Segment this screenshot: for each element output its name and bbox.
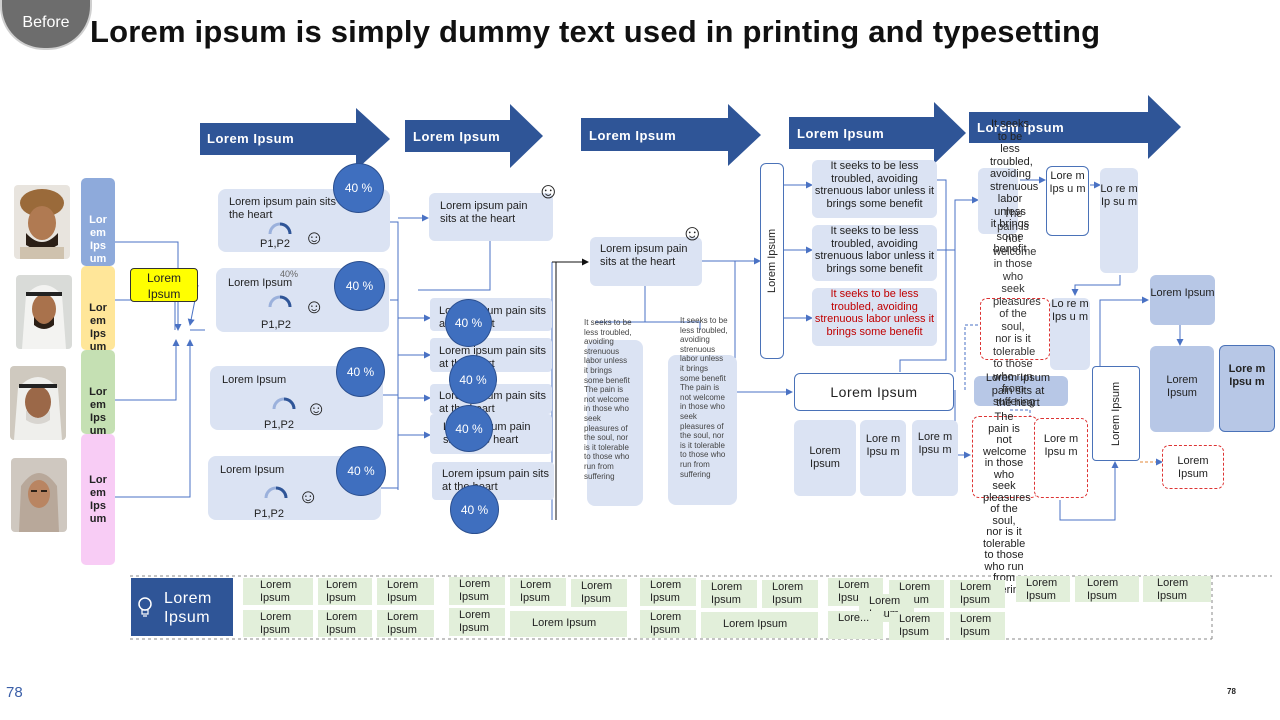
page-number-left: 78 xyxy=(6,684,23,701)
gauge-icon xyxy=(264,486,288,499)
bottom-label-box: Lorem Ipsum xyxy=(131,578,233,636)
percent-circle: 40 % xyxy=(333,163,384,213)
persona-pill-3: Lor em Ips um xyxy=(81,350,115,434)
stage5-mid-box xyxy=(974,376,1068,406)
persona-pill-4: Lor em Ips um xyxy=(81,434,115,565)
smiley-icon: ☺ xyxy=(306,398,327,420)
smiley-icon: ☺ xyxy=(681,220,704,245)
bottom-cell: Lorem Ipsum xyxy=(318,610,372,637)
stage5-overflow-text-b: The pain is not welcome in those who see… xyxy=(993,208,1041,408)
bottom-cell: Lorem Ipsum xyxy=(762,580,818,608)
stage-arrow-4 xyxy=(789,102,966,164)
stage5-small-box: Lo re m Ips u m xyxy=(1050,298,1090,370)
stage5-right-mid: Lorem Ipsum xyxy=(1150,346,1214,432)
stage-arrow-label-4: Lorem Ipsum xyxy=(797,126,885,141)
stage3-column-bg-1 xyxy=(587,340,643,506)
gauge-icon xyxy=(268,222,292,235)
bottom-cell: Lorem Ipsum xyxy=(1143,576,1211,602)
smiley-icon: ☺ xyxy=(304,296,325,318)
stage4-vertical-box: Lorem Ipsum xyxy=(760,163,784,359)
woman-hijab-avatar xyxy=(11,458,67,532)
man-turban-avatar xyxy=(14,185,70,259)
stage5-right-top: Lorem Ipsum xyxy=(1150,275,1215,325)
bottom-cell: Lorem Ipsum xyxy=(377,578,434,605)
stage-arrows xyxy=(200,95,1181,170)
bottom-cell: Lorem Ipsum xyxy=(377,610,434,637)
stage5-overflow-text-a: It seeks to be less troubled, avoiding s… xyxy=(990,118,1039,255)
stage4-wide-box: Lorem Ipsum xyxy=(794,373,954,411)
stage4-small-box-3: Lore m Ipsu m xyxy=(912,420,958,496)
man-keffiyeh-avatar xyxy=(16,275,72,349)
stage3-card: Lorem ipsum pain sits at the heart xyxy=(590,237,702,286)
stage5-dashed-box-2 xyxy=(972,416,1038,498)
stage4-small-box-2: Lore m Ipsu m xyxy=(860,420,906,496)
smiley-icon: ☺ xyxy=(298,486,319,508)
stage4-benefit-2: It seeks to be less troubled, avoiding s… xyxy=(812,225,937,281)
percent-circle: 40 % xyxy=(445,405,493,452)
bottom-cell: Lorem Ipsum xyxy=(510,578,566,606)
percent-circle: 40 % xyxy=(334,261,385,311)
bottom-cell: Lorem Ipsum xyxy=(950,580,1005,608)
bottom-cell: Lorem Ipsum xyxy=(571,579,627,607)
stage4-small-box-1: Lorem Ipsum xyxy=(794,420,856,496)
bottom-cell: Lorem Ipsum xyxy=(640,578,696,606)
stage4-benefit-1: It seeks to be less troubled, avoiding s… xyxy=(812,160,937,218)
bottom-cell: Lorem Ipsum xyxy=(1016,576,1070,602)
gauge-icon xyxy=(268,295,292,308)
bottom-cell: Lorem Ipsum xyxy=(950,612,1005,640)
stage2-top-card: Lorem ipsum pain sits at the heart xyxy=(429,193,553,241)
stage5-vertical-box: Lorem Ipsum xyxy=(1092,366,1140,461)
stage5-dashed-box-1 xyxy=(980,298,1050,360)
stage5-tall-box: Lo re m Ip su m xyxy=(1100,168,1138,273)
bottom-cell: Lorem Ipsum xyxy=(449,608,505,636)
stage-arrow-label-5: Lorem Ipsum xyxy=(977,120,1065,135)
bottom-cell: Lorem Ipsum xyxy=(243,610,313,637)
lightbulb-icon xyxy=(138,597,152,617)
percent-circle: 40 % xyxy=(450,485,499,534)
stage5-small-card xyxy=(978,168,1018,234)
page-number-right: 78 xyxy=(1227,687,1236,696)
stage-arrow-1 xyxy=(200,108,390,170)
stage3-overflow-text-1: It seeks to be less troubled, avoiding s… xyxy=(584,318,632,481)
percent-circle: 40 % xyxy=(336,347,385,397)
percent-circle: 40 % xyxy=(449,355,497,404)
stage-arrow-2 xyxy=(405,104,543,168)
stage5-outlined-box: Lore m Ips u m xyxy=(1046,166,1089,236)
stage3-overflow-text-2: It seeks to be less troubled, avoiding s… xyxy=(680,316,728,479)
stage5-dashed-box-3: Lore m Ipsu m xyxy=(1034,418,1088,498)
persona-pill-1: Lor em Ips um xyxy=(81,178,115,266)
persona-pill-2: Lor em Ips um xyxy=(81,266,115,350)
bottom-cell: Lorem Ipsum xyxy=(1075,576,1139,602)
bottom-cell: Lorem Ipsum xyxy=(318,578,372,605)
elder-man-avatar xyxy=(10,366,66,440)
stage-arrow-label-3: Lorem Ipsum xyxy=(589,128,677,143)
smiley-icon: ☺ xyxy=(537,178,560,203)
stage5-overflow-text-d: Lorem Ipsum pain sits at the heart xyxy=(985,372,1051,409)
stage-arrow-3 xyxy=(581,104,761,166)
percent-circle: 40 % xyxy=(445,299,492,347)
stage-arrow-label-2: Lorem Ipsum xyxy=(413,129,501,144)
bottom-cell: Lorem Ipsum xyxy=(243,578,313,605)
stage5-overflow-text-c: The pain is not welcome in those who see… xyxy=(983,411,1031,595)
stage3-column-bg-2 xyxy=(668,355,737,505)
bottom-cell: Lorem Ipsum xyxy=(640,610,696,638)
smiley-icon: ☺ xyxy=(304,227,325,249)
bottom-cell-wide: Lorem Ipsum xyxy=(510,611,627,637)
stage4-benefit-3: It seeks to be less troubled, avoiding s… xyxy=(812,288,937,346)
bottom-cell: Lore... xyxy=(828,611,883,639)
bottom-cell: Lorem Ipsum xyxy=(889,612,944,640)
yellow-note: Lorem Ipsum xyxy=(130,268,198,302)
gauge-icon xyxy=(272,397,296,410)
stage5-dashed-right: Lorem Ipsum xyxy=(1162,445,1224,489)
stage5-right-big: Lore m Ipsu m xyxy=(1219,345,1275,432)
percent-circle: 40 % xyxy=(336,446,386,496)
bottom-cell: Lorem Ipsum xyxy=(449,577,505,605)
stage-arrow-5 xyxy=(969,95,1181,159)
stage-arrow-label-1: Lorem Ipsum xyxy=(207,131,295,146)
page-title: Lorem ipsum is simply dummy text used in… xyxy=(90,14,1101,49)
bottom-cell-wide: Lorem Ipsum xyxy=(701,612,818,638)
bottom-cell: Lorem Ipsum xyxy=(701,580,757,608)
